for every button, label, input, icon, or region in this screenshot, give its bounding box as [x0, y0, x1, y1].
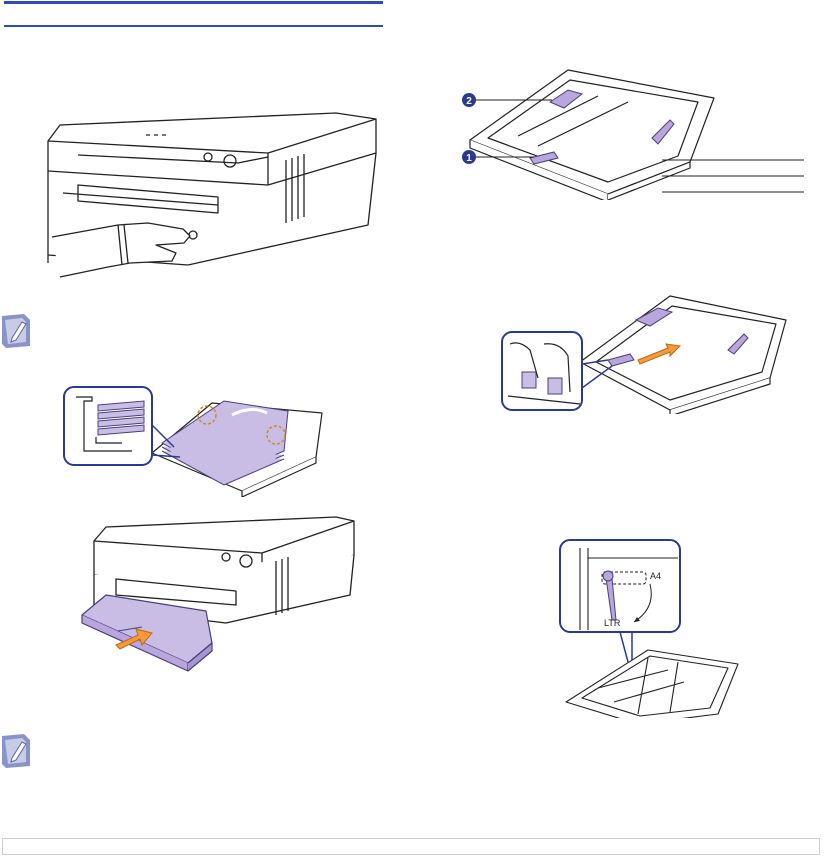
printer-open-illustration [38, 105, 388, 290]
tray-insert-illustration [76, 515, 356, 675]
header-rule-top [4, 1, 383, 4]
page-footer-bar [2, 838, 820, 855]
label-ltr: LTR [604, 618, 621, 628]
header-rule-bottom [4, 25, 383, 27]
tray-parts-illustration: 2 1 [458, 68, 808, 200]
note-icon [0, 732, 34, 770]
callout-1: 1 [466, 153, 472, 164]
note-icon [0, 312, 34, 350]
label-a4: A4 [650, 571, 661, 581]
paper-loading-illustration [62, 385, 327, 497]
size-lever-illustration: A4 LTR [558, 538, 798, 718]
guide-adjust-illustration [500, 292, 790, 414]
callout-2: 2 [466, 96, 472, 107]
